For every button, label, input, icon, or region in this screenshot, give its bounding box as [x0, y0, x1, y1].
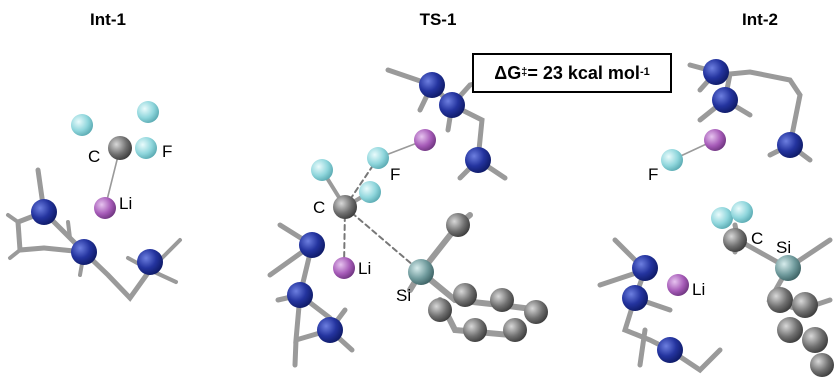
ts1-fluorine-atom — [311, 159, 333, 181]
int1-nitrogen-atom — [71, 239, 97, 265]
ts1-carbon-atom — [428, 298, 452, 322]
int2-structure — [597, 59, 834, 377]
ts1-nitrogen-atom — [299, 232, 325, 258]
int2-lithium-label: Li — [692, 280, 706, 299]
panel-title-int2: Int-2 — [742, 10, 778, 29]
ts1-carbon-atom — [503, 318, 527, 342]
activation-energy-box: ΔG‡ = 23 kcal mol-1 — [472, 53, 672, 93]
int2-carbon-label: C — [751, 229, 764, 248]
int2-silicon-label: Si — [776, 238, 792, 257]
ts1-silicon-atom — [408, 259, 434, 285]
energy-dagger: ‡ — [521, 66, 528, 78]
int2-carbon-atom — [802, 327, 828, 353]
int1-carbon-atom — [108, 136, 132, 160]
panel-title-ts1: TS-1 — [419, 10, 457, 29]
ts1-fluorine-label: F — [390, 165, 401, 184]
energy-exponent: -1 — [639, 66, 650, 78]
ts1-fluorine-atom — [359, 181, 381, 203]
int1-lithium-atom — [94, 197, 116, 219]
ts1-fluorine-atom — [367, 147, 389, 169]
int1-bonds — [6, 147, 182, 302]
ts1-structure — [267, 67, 548, 368]
int2-nitrogen-atom — [632, 255, 658, 281]
int2-carbon-atom — [723, 228, 747, 252]
int2-nitrogen-atom — [622, 285, 648, 311]
int2-nitrogen-atom — [657, 337, 683, 363]
int1-nitrogen-atom — [31, 199, 57, 225]
panel-title-int1: Int-1 — [90, 10, 126, 29]
ts1-carbon-atom — [453, 283, 477, 307]
int2-fluorine-atom — [711, 207, 733, 229]
int2-carbon-atom — [767, 287, 793, 313]
ts1-carbon-label: C — [313, 198, 326, 217]
int2-nitrogen-atom — [712, 87, 738, 113]
energy-prefix: ΔG — [494, 62, 522, 83]
int1-structure — [6, 101, 182, 302]
int1-fluorine-atom — [71, 114, 93, 136]
int2-nitrogen-atom — [777, 132, 803, 158]
ts1-carbon-atom — [490, 288, 514, 312]
ts1-carbon-atom — [333, 195, 357, 219]
ts1-carbon-atom — [463, 318, 487, 342]
int2-carbon-atom — [810, 353, 834, 377]
int2-carbon-atom — [777, 317, 803, 343]
int1-fluorine-atom — [137, 101, 159, 123]
ts1-lithium-atom — [333, 257, 355, 279]
int2-fluorine-atom — [661, 149, 683, 171]
ts1-carbon-atom — [524, 300, 548, 324]
int1-lithium-label: Li — [119, 194, 133, 213]
ts1-lithium-label: Li — [358, 259, 372, 278]
ts1-nitrogen-atom — [287, 282, 313, 308]
int1-fluorine-label: F — [162, 142, 173, 161]
int2-carbon-atom — [792, 292, 818, 318]
ts1-silicon-label: Si — [396, 286, 412, 305]
int1-nitrogen-atom — [137, 249, 163, 275]
ts1-lithium-atom — [414, 129, 436, 151]
ts1-bonds — [267, 67, 543, 368]
ts1-nitrogen-atom — [419, 72, 445, 98]
int2-lithium-atom — [667, 274, 689, 296]
int1-carbon-label: C — [88, 147, 101, 166]
ts1-nitrogen-atom — [465, 147, 491, 173]
int2-nitrogen-atom — [703, 59, 729, 85]
ts1-carbon-atom — [446, 213, 470, 237]
int1-fluorine-atom — [135, 137, 157, 159]
ts1-nitrogen-atom — [439, 92, 465, 118]
int2-silicon-atom — [775, 255, 801, 281]
energy-value: = 23 kcal mol — [527, 62, 640, 83]
int2-fluorine-atom — [731, 201, 753, 223]
int2-lithium-atom — [704, 129, 726, 151]
int2-fluorine-label: F — [648, 165, 659, 184]
ts1-nitrogen-atom — [317, 317, 343, 343]
